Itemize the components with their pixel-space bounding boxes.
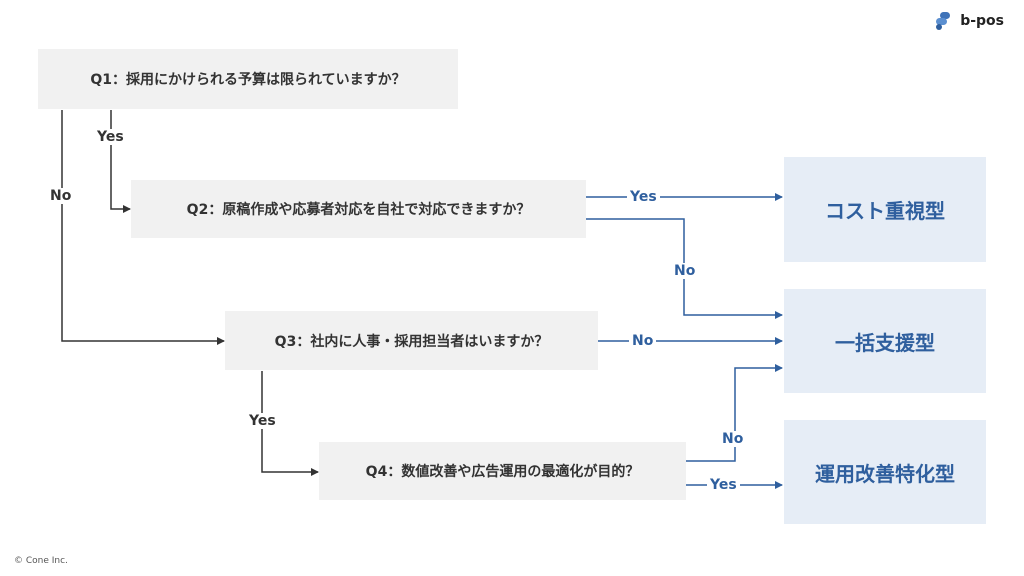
question-2-text: Q2：原稿作成や応募者対応を自社で対応できますか？ [186, 202, 531, 218]
brand-name: b-pos [960, 13, 1004, 29]
question-2-box: Q2：原稿作成や応募者対応を自社で対応できますか？ [131, 180, 586, 238]
label-q4-yes: Yes [707, 477, 740, 493]
result-ops-text: 運用改善特化型 [815, 461, 955, 486]
copyright-text: © Cone Inc. [14, 556, 68, 566]
result-full-box: 一括支援型 [784, 289, 986, 393]
connector-q3-yes [261, 371, 319, 476]
question-3-box: Q3：社内に人事・採用担当者はいますか？ [225, 311, 598, 370]
connector-q4-no [686, 364, 783, 462]
question-1-text: Q1：採用にかけられる予算は限られていますか？ [90, 72, 406, 88]
brand-logo: b-pos [936, 12, 1004, 30]
question-4-text: Q4：数値改善や広告運用の最適化が目的？ [365, 464, 640, 480]
question-1-box: Q1：採用にかけられる予算は限られていますか？ [38, 49, 458, 109]
result-cost-text: コスト重視型 [825, 199, 945, 223]
b-pos-logo-icon [936, 12, 951, 30]
label-q3-no: No [629, 333, 657, 349]
label-q1-no: No [47, 188, 75, 204]
label-q2-yes: Yes [627, 189, 660, 205]
connector-q1-no [61, 110, 225, 345]
label-q2-no: No [671, 263, 699, 279]
label-q3-yes: Yes [246, 413, 279, 429]
question-4-box: Q4：数値改善や広告運用の最適化が目的？ [319, 442, 686, 500]
result-cost-box: コスト重視型 [784, 157, 986, 262]
result-ops-box: 運用改善特化型 [784, 420, 986, 524]
label-q4-no: No [719, 431, 747, 447]
result-full-text: 一括支援型 [835, 330, 935, 355]
connector-q1-yes [110, 110, 131, 213]
question-3-text: Q3：社内に人事・採用担当者はいますか？ [274, 333, 549, 350]
label-q1-yes: Yes [94, 129, 127, 145]
